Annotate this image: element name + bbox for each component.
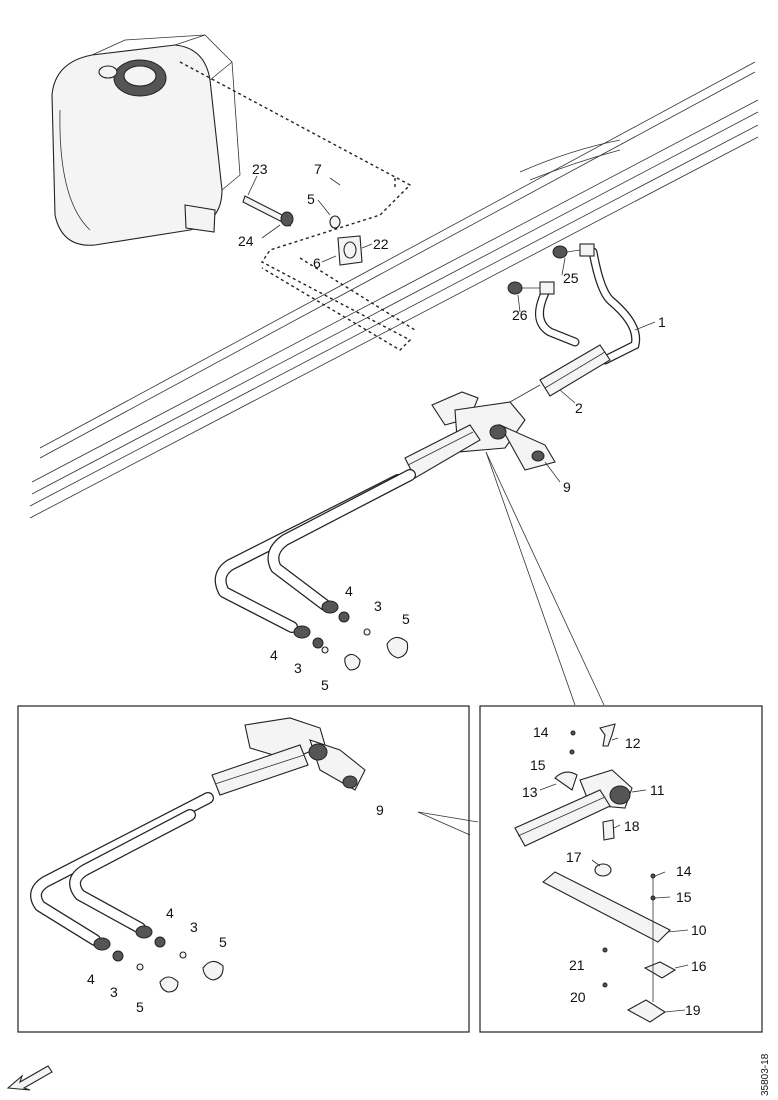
detail-callout-9: 9 bbox=[376, 802, 384, 818]
callout-4-lower: 4 bbox=[270, 647, 278, 663]
detail-callout-5-lower: 5 bbox=[136, 999, 144, 1015]
detail-callout-14-upper: 14 bbox=[533, 724, 549, 740]
detail-callout-4-upper: 4 bbox=[166, 905, 174, 921]
detail-callout-19: 19 bbox=[685, 1002, 701, 1018]
detail-callout-3-upper: 3 bbox=[190, 919, 198, 935]
callout-23: 23 bbox=[252, 161, 268, 177]
sleeve-2 bbox=[539, 344, 611, 397]
bracket-assembly bbox=[404, 384, 556, 479]
fuel-tank bbox=[51, 34, 241, 246]
detail-frame-left bbox=[17, 705, 470, 1033]
callout-9: 9 bbox=[563, 479, 571, 495]
detail-callout-17: 17 bbox=[566, 849, 582, 865]
detail-callout-12: 12 bbox=[625, 735, 641, 751]
callout-6: 6 bbox=[313, 255, 321, 271]
detail-callout-14-lower: 14 bbox=[676, 863, 692, 879]
detail-callout-10: 10 bbox=[691, 922, 707, 938]
detail-callout-11: 11 bbox=[650, 782, 665, 798]
callout-3-upper: 3 bbox=[374, 598, 382, 614]
callout-7: 7 bbox=[314, 161, 322, 177]
detail-callout-3-lower: 3 bbox=[110, 984, 118, 1000]
tank-bracket-outline bbox=[179, 61, 416, 351]
callout-4-upper: 4 bbox=[345, 583, 353, 599]
detail-left-assembly bbox=[30, 717, 366, 993]
detail-frame-right bbox=[479, 705, 763, 1033]
forward-direction-arrow-icon bbox=[6, 1065, 53, 1091]
callout-25: 25 bbox=[563, 270, 579, 286]
detail-callout-18: 18 bbox=[624, 818, 640, 834]
detail-callout-5-right: 5 bbox=[219, 934, 227, 950]
detail-callout-20: 20 bbox=[570, 989, 586, 1005]
detail-callout-13: 13 bbox=[522, 784, 538, 800]
callout-3-lower: 3 bbox=[294, 660, 302, 676]
callout-26: 26 bbox=[512, 307, 528, 323]
detail-callout-15-upper: 15 bbox=[530, 757, 546, 773]
detail-callout-15-lower: 15 bbox=[676, 889, 692, 905]
callout-22: 22 bbox=[373, 236, 389, 252]
fuel-pipes bbox=[214, 469, 416, 671]
detail-callout-4-lower: 4 bbox=[87, 971, 95, 987]
leader-lines bbox=[247, 175, 689, 1013]
fuel-hoses bbox=[507, 243, 641, 365]
callout-5-lower: 5 bbox=[321, 677, 329, 693]
detail-callout-21: 21 bbox=[569, 957, 585, 973]
callout-1: 1 bbox=[658, 314, 666, 330]
callout-2: 2 bbox=[575, 400, 583, 416]
detail-callout-16: 16 bbox=[691, 958, 707, 974]
detail-pointers bbox=[417, 451, 605, 836]
callout-24: 24 bbox=[238, 233, 254, 249]
callout-5-top: 5 bbox=[307, 191, 315, 207]
chassis-frame bbox=[29, 61, 759, 519]
tank-mount-hardware bbox=[242, 195, 363, 266]
figure-id: 35803-18 bbox=[760, 1053, 771, 1096]
callout-5-right: 5 bbox=[402, 611, 410, 627]
